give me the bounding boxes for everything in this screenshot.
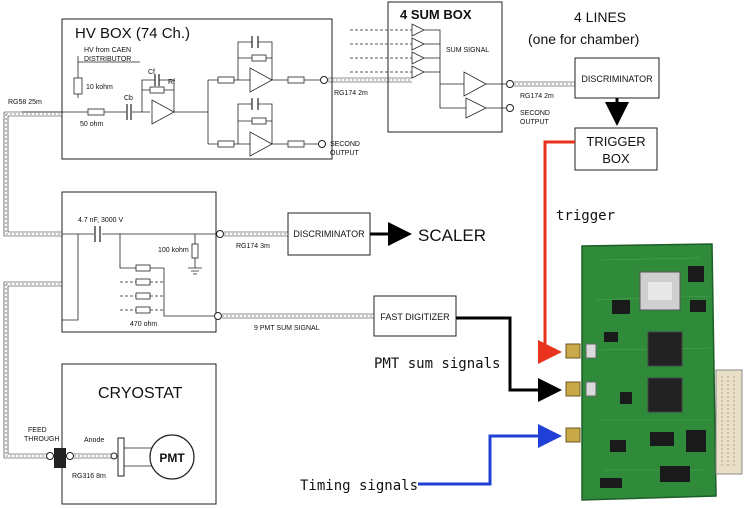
feed-through <box>54 448 66 468</box>
r-470-label: 470 ohm <box>130 321 157 328</box>
vme-connector <box>715 369 743 475</box>
resistor-50 <box>87 108 105 116</box>
lemo-signal <box>565 381 581 397</box>
capacitor-4n7 <box>94 226 101 242</box>
rg174-2m-label-a: RG174 2m <box>334 90 368 97</box>
preamp <box>151 99 175 125</box>
lemo-timing <box>565 427 581 443</box>
sum-out-connector <box>506 80 514 88</box>
rf-label: Rf <box>168 79 175 86</box>
fast-digitizer-label: FAST DIGITIZER <box>380 312 450 322</box>
adc-chip-2 <box>647 377 683 413</box>
pmt-sum-line <box>456 316 562 402</box>
cable-hv-to-sum: RG174 2m <box>328 77 412 97</box>
feed-label: FEED <box>28 427 47 434</box>
resistor-10k <box>73 77 83 95</box>
hv-box-title: HV BOX (74 Ch.) <box>75 25 190 42</box>
sum-amp-2 <box>465 97 487 119</box>
cryostat-title: CRYOSTAT <box>98 385 183 402</box>
adc-chip-1 <box>647 331 683 367</box>
r-100k-label: 100 kohm <box>158 247 189 254</box>
sum-second-output-label: SECOND <box>520 110 550 117</box>
pmt-base <box>117 437 125 477</box>
sum-amp <box>463 71 487 97</box>
discriminator-mid-label: DISCRIMINATOR <box>293 229 365 239</box>
shaper-amp-1 <box>249 67 273 93</box>
second-out-connector <box>318 140 326 148</box>
trigger-line <box>538 140 575 364</box>
hv-box: HV BOX (74 Ch.) HV from CAEN DISTRIBUTOR… <box>22 18 360 160</box>
second-output-label: SECOND <box>330 141 360 148</box>
resistor-100k <box>191 243 199 259</box>
trigger-box-label-2: BOX <box>602 151 630 166</box>
through-label: THROUGH <box>24 436 59 443</box>
trigger-label: trigger <box>556 208 615 224</box>
discriminator-top <box>574 57 660 99</box>
trigger-box-label: TRIGGER <box>586 134 645 149</box>
discriminator-top-label: DISCRIMINATOR <box>581 74 653 84</box>
cryostat: CRYOSTAT FEED THROUGH Anode RG316 8m PMT <box>24 363 217 505</box>
cb-label: Cb <box>124 95 133 102</box>
lemo-trigger <box>565 343 581 359</box>
resistor-rf <box>149 86 165 94</box>
sum-second-connector <box>506 104 514 112</box>
rg174-2m-label-b: RG174 2m <box>520 93 554 100</box>
pmt-tube <box>149 434 195 480</box>
pmt-label: PMT <box>159 451 185 465</box>
hv-distributor-label: DISTRIBUTOR <box>84 56 131 63</box>
sum-second-output-label-2: OUTPUT <box>520 119 550 126</box>
lines-subtitle: (one for chamber) <box>528 31 639 47</box>
r-50-label: 50 ohm <box>80 121 104 128</box>
scaler-label: SCALER <box>418 226 486 245</box>
second-output-label-2: OUTPUT <box>330 150 360 157</box>
splitter-sum-connector <box>214 312 222 320</box>
rg174-3m-label: RG174 3m <box>236 243 270 250</box>
sum-box: 4 SUM BOX SUM SIGNAL SECOND OUTPUT <box>350 1 550 133</box>
r-10k-label: 10 kohm <box>86 84 113 91</box>
rg58-label: RG58 25m <box>8 99 42 106</box>
cable-sum-to-disc: RG174 2m <box>514 81 575 100</box>
cf-label: Cf <box>148 69 155 76</box>
timing-line <box>418 424 562 486</box>
shaper-amp-2 <box>249 131 273 157</box>
cable-rg316 <box>3 281 62 459</box>
cable-splitter-to-disc: RG174 3m <box>224 231 288 250</box>
pmt-sum-signal-label: 9 PMT SUM SIGNAL <box>254 325 320 332</box>
timing-label: Timing signals <box>300 478 418 494</box>
anode-label: Anode <box>84 437 104 444</box>
digitizer-board <box>565 243 743 501</box>
splitter-out-connector <box>216 230 224 238</box>
cable-sum-to-digitizer: 9 PMT SUM SIGNAL <box>222 313 374 332</box>
fast-digitizer <box>373 295 457 337</box>
rg316-label: RG316 8m <box>72 473 106 480</box>
hv-from-label: HV from CAEN <box>84 47 131 54</box>
capacitor-cf <box>154 74 160 86</box>
capacitor-cb <box>126 104 132 120</box>
splitter-box: 4.7 nF, 3000 V 100 kohm 470 ohm <box>61 191 224 333</box>
cap-label: 4.7 nF, 3000 V <box>78 217 123 224</box>
sum-box-title: 4 SUM BOX <box>400 7 472 22</box>
cable-rg58: RG58 25m <box>3 99 62 237</box>
hv-out-connector <box>320 76 328 84</box>
trigger-box <box>574 127 658 171</box>
pmt-sum-label: PMT sum signals <box>374 356 500 372</box>
sum-signal-label: SUM SIGNAL <box>446 47 489 54</box>
lines-title: 4 LINES <box>574 9 626 25</box>
